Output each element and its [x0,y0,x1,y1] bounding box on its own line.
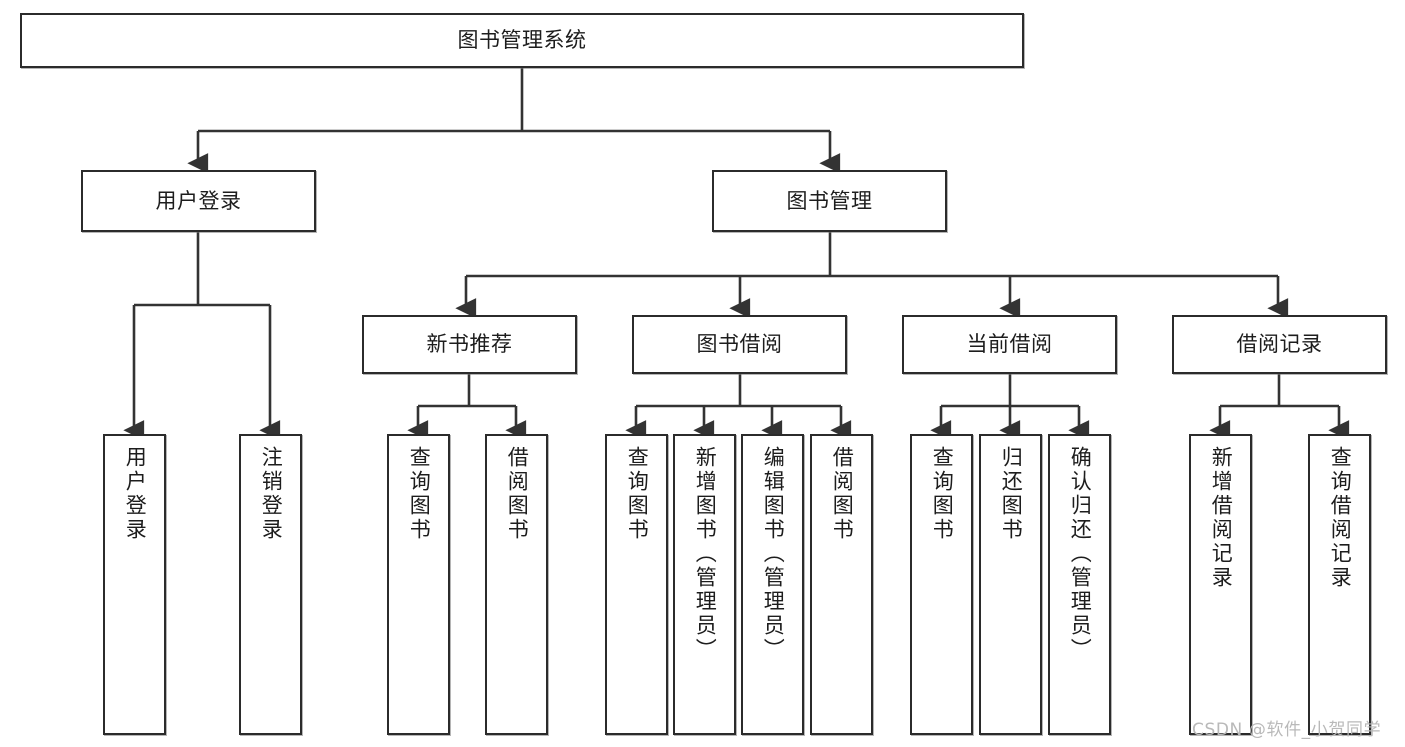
leaf-borrow-book-recommend[interactable]: 借阅图书 [485,434,548,735]
leaf-edit-book-admin[interactable]: 编辑图书（管理员） [741,434,804,735]
node-current-borrow[interactable]: 当前借阅 [902,315,1117,374]
leaf-borrow-book[interactable]: 借阅图书 [810,434,873,735]
node-root[interactable]: 图书管理系统 [20,13,1024,68]
leaf-add-borrow-record[interactable]: 新增借阅记录 [1189,434,1252,735]
leaf-logout-label: 注销登录 [259,446,284,542]
leaf-query-book-borrow[interactable]: 查询图书 [605,434,668,735]
node-book-management-label: 图书管理 [786,188,873,213]
leaf-return-book[interactable]: 归还图书 [979,434,1042,735]
node-root-label: 图书管理系统 [457,28,587,53]
node-book-management[interactable]: 图书管理 [712,170,947,232]
leaf-user-login-label: 用户登录 [123,446,148,542]
leaf-query-borrow-record-label: 查询借阅记录 [1328,446,1353,590]
node-borrow-record-label: 借阅记录 [1236,332,1323,357]
node-current-borrow-label: 当前借阅 [966,332,1053,357]
leaf-add-book-admin-label: 新增图书（管理员） [693,446,718,662]
leaf-borrow-book-recommend-label: 借阅图书 [505,446,530,542]
leaf-confirm-return-admin-label: 确认归还（管理员） [1068,446,1093,662]
node-book-borrow[interactable]: 图书借阅 [632,315,847,374]
leaf-query-book-recommend[interactable]: 查询图书 [387,434,450,735]
leaf-add-borrow-record-label: 新增借阅记录 [1209,446,1234,590]
node-book-borrow-label: 图书借阅 [696,332,783,357]
leaf-return-book-label: 归还图书 [999,446,1024,542]
node-new-book-recommend-label: 新书推荐 [426,332,513,357]
leaf-query-book-current-label: 查询图书 [930,446,955,542]
leaf-logout[interactable]: 注销登录 [239,434,302,735]
node-user-login[interactable]: 用户登录 [81,170,316,232]
leaf-confirm-return-admin[interactable]: 确认归还（管理员） [1048,434,1111,735]
leaf-query-borrow-record[interactable]: 查询借阅记录 [1308,434,1371,735]
csdn-watermark: CSDN @软件_小贺同学 [1192,720,1382,740]
leaf-query-book-recommend-label: 查询图书 [407,446,432,542]
leaf-borrow-book-label: 借阅图书 [830,446,855,542]
node-user-login-label: 用户登录 [155,188,242,213]
node-new-book-recommend[interactable]: 新书推荐 [362,315,577,374]
leaf-user-login[interactable]: 用户登录 [103,434,166,735]
node-borrow-record[interactable]: 借阅记录 [1172,315,1387,374]
leaf-query-book-current[interactable]: 查询图书 [910,434,973,735]
leaf-query-book-borrow-label: 查询图书 [625,446,650,542]
leaf-add-book-admin[interactable]: 新增图书（管理员） [673,434,736,735]
leaf-edit-book-admin-label: 编辑图书（管理员） [761,446,786,662]
